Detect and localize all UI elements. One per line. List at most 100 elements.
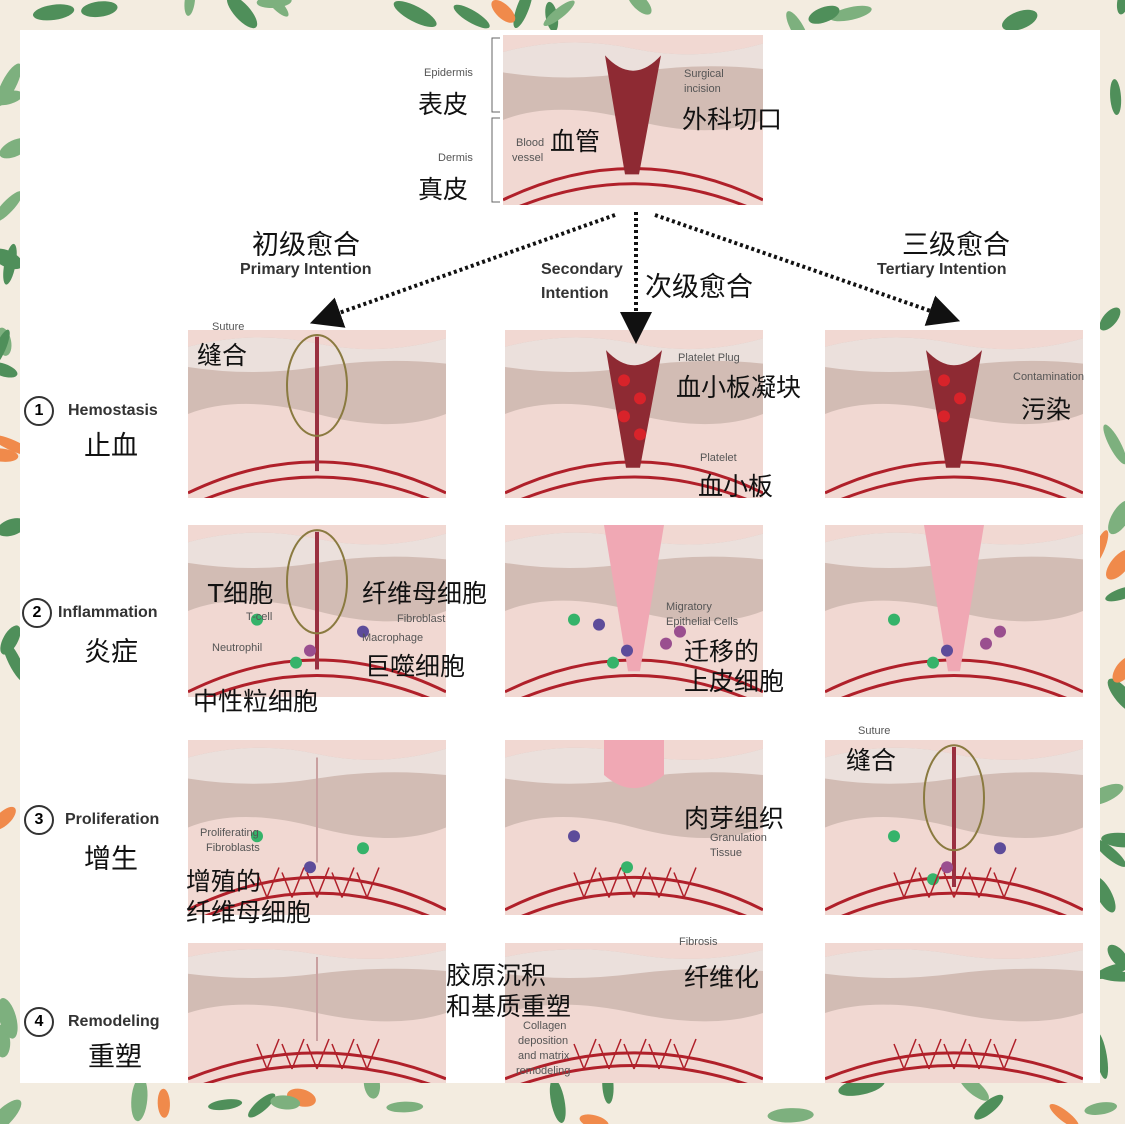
tcell-cell — [251, 613, 263, 626]
neutrophil-zh: 中性粒细胞 — [193, 687, 319, 716]
neutrophil-en: Neutrophil — [212, 642, 263, 654]
stage-number-4: 4 — [24, 1007, 54, 1037]
blood-label-en: Blood — [516, 137, 545, 149]
platelet-mark — [634, 428, 646, 441]
platelet-mark — [938, 410, 950, 423]
platelet-mark — [618, 374, 630, 387]
secondary-title-en-2: Intention — [541, 285, 609, 302]
macrophage-cell — [304, 861, 316, 874]
leaf-decoration — [0, 448, 19, 462]
migratory-zh-2: 上皮细胞 — [684, 667, 785, 696]
wound-cap — [604, 740, 664, 789]
contamination-en: Contamination — [1013, 371, 1084, 383]
stage-4-zh: 重塑 — [88, 1042, 142, 1073]
blood-vessel — [188, 875, 446, 912]
macrophage-cell — [941, 644, 953, 657]
leaf-decoration — [1098, 971, 1125, 982]
leaf-decoration — [386, 1101, 424, 1113]
skin-panel-stage3-path2 — [505, 740, 763, 915]
granulation-en-1: Granulation — [710, 832, 767, 844]
suture-loop — [286, 529, 348, 635]
leaf-decoration — [226, 0, 258, 29]
blood-vessel — [505, 875, 763, 912]
tcell-cell — [357, 842, 369, 855]
skin-panel-stage2-path2 — [505, 525, 763, 697]
capillary — [356, 1038, 380, 1070]
wound-pink — [604, 525, 664, 672]
leaf-decoration — [0, 329, 10, 367]
fibrosis-zh: 纤维化 — [684, 963, 760, 992]
leaf-decoration — [0, 248, 23, 270]
capillary — [573, 867, 597, 898]
arrow-primary — [309, 213, 616, 328]
platelet-mark — [954, 392, 966, 405]
leaf-decoration — [579, 1114, 609, 1124]
blood-vessel — [188, 1051, 446, 1081]
capillary — [993, 1038, 1017, 1070]
leaf-decoration — [491, 0, 516, 23]
incision-skin-diagram — [503, 35, 763, 205]
platelet-plug-en: Platelet Plug — [678, 352, 740, 364]
suture-line — [315, 336, 319, 472]
neutrophil-cell — [980, 637, 992, 650]
fibroblast-zh: 纤维母细胞 — [362, 579, 488, 608]
leaf-decoration — [1105, 585, 1125, 602]
suture-line — [315, 531, 319, 670]
capillary — [993, 867, 1017, 898]
collagen-en-2: deposition — [518, 1035, 569, 1047]
epidermis-label-en: Epidermis — [424, 67, 473, 79]
capillary — [281, 1038, 305, 1070]
prolif-en-1: Proliferating — [200, 827, 259, 839]
tertiary-title-zh: 三级愈合 — [902, 230, 1010, 261]
leaf-decoration — [1099, 307, 1121, 331]
capillary — [598, 1038, 622, 1070]
capillary — [673, 867, 697, 898]
vessel-label-en: vessel — [512, 152, 544, 164]
leaf-decoration — [549, 1078, 566, 1124]
leaf-decoration — [513, 0, 533, 29]
fibroblast-en: Fibroblast — [397, 613, 446, 625]
macrophage-en: Macrophage — [362, 632, 424, 644]
collagen-en-3: and matrix — [518, 1050, 570, 1062]
platelet-mark — [618, 410, 630, 423]
suture-zh: 缝合 — [197, 341, 248, 370]
leaf-decoration — [453, 4, 490, 29]
leaf-decoration — [1112, 656, 1125, 683]
macrophage-cell — [357, 625, 369, 638]
capillary — [306, 1038, 330, 1070]
secondary-title-zh: 次级愈合 — [645, 272, 753, 303]
leaf-decoration — [0, 191, 23, 223]
incision-label-zh: 外科切口 — [682, 105, 783, 134]
collagen-zh-2: 和基质重塑 — [446, 992, 572, 1021]
capillary — [256, 867, 280, 898]
suture-en: Suture — [212, 321, 245, 333]
capillary — [968, 1038, 992, 1070]
leaf-decoration — [1093, 839, 1125, 867]
leaf-decoration — [1049, 1104, 1079, 1124]
capillary — [648, 867, 672, 898]
leaf-decoration — [1106, 549, 1125, 580]
incision-label-en: incision — [684, 83, 721, 95]
prolif-en-2: Fibroblasts — [206, 842, 260, 854]
capillary — [623, 1038, 647, 1070]
platelet-mark — [938, 374, 950, 387]
leaf-decoration — [974, 1094, 1004, 1120]
capillary — [893, 867, 917, 898]
leaf-decoration — [0, 625, 21, 655]
dermis-label-en: Dermis — [438, 152, 473, 164]
scar-line — [316, 957, 318, 1041]
leaf-decoration — [808, 5, 840, 24]
leaf-decoration — [1107, 678, 1125, 714]
skin-panel-stage1-path3 — [825, 330, 1083, 498]
capillary — [331, 1038, 355, 1070]
capillary — [573, 1038, 597, 1070]
migratory-en-2: Epithelial Cells — [666, 616, 739, 628]
leaf-decoration — [0, 998, 18, 1039]
suture3-zh: 缝合 — [846, 746, 897, 775]
migratory-zh-1: 迁移的 — [684, 637, 760, 666]
suture-line — [952, 747, 956, 887]
leaf-decoration — [1101, 832, 1125, 848]
stage-number-3: 3 — [24, 805, 54, 835]
neutrophil-cell — [674, 625, 686, 638]
